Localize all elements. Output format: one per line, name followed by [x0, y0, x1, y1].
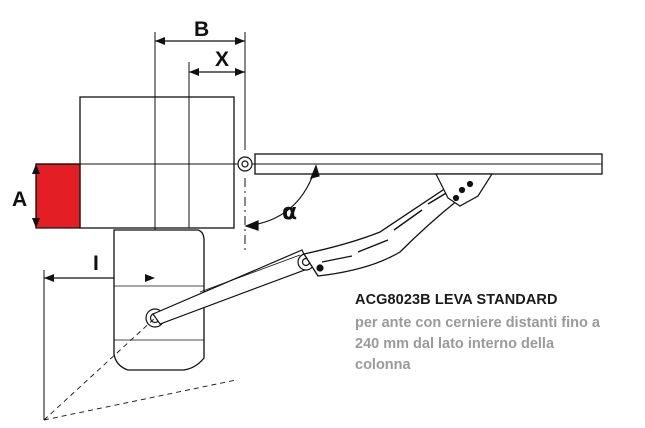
- straight-arm-inner: [199, 254, 301, 293]
- arrow-b-left: [155, 37, 165, 45]
- caption-description: per ante con cerniere distanti fino a 24…: [355, 315, 600, 373]
- curved-arm: [302, 187, 459, 277]
- alpha-arrow-top: [309, 164, 320, 179]
- curved-arm-slot-4: [427, 191, 449, 205]
- hinge-inner: [241, 160, 249, 168]
- label-x: X: [215, 48, 229, 71]
- arm-geometry-dashed-2: [43, 379, 237, 421]
- alpha-arrow-bottom: [244, 220, 259, 231]
- caption-title: ACG8023B LEVA STANDARD: [355, 292, 558, 308]
- arrow-b-right: [235, 37, 245, 45]
- curved-arm-slot-2: [357, 239, 389, 253]
- motor-body: [113, 229, 205, 371]
- arrow-x-left: [189, 68, 199, 76]
- arrow-x-right: [235, 68, 245, 76]
- label-alpha: α: [282, 200, 297, 225]
- bracket-bolt-1: [458, 186, 466, 194]
- bracket-bolt-2: [466, 180, 474, 188]
- column-red-section: [35, 163, 81, 229]
- curved-arm-bolt: [316, 264, 324, 272]
- bracket-bolt-3: [452, 194, 460, 202]
- curved-arm-slot-3: [393, 209, 423, 231]
- arm-geometry-dashed-1: [43, 317, 156, 421]
- hinge-outer: [237, 156, 253, 172]
- arrow-a-bottom: [32, 218, 40, 228]
- label-a: A: [12, 188, 27, 211]
- arrow-i-left: [44, 274, 54, 282]
- label-b: B: [194, 18, 209, 41]
- pillar-block: [79, 96, 235, 229]
- arrow-i-right: [145, 274, 155, 282]
- product-caption: ACG8023B LEVA STANDARD per ante con cern…: [355, 292, 640, 376]
- curved-arm-slot-1: [321, 255, 353, 263]
- arrow-a-top: [32, 164, 40, 174]
- alpha-arc: [245, 165, 317, 227]
- label-i: I: [93, 252, 99, 275]
